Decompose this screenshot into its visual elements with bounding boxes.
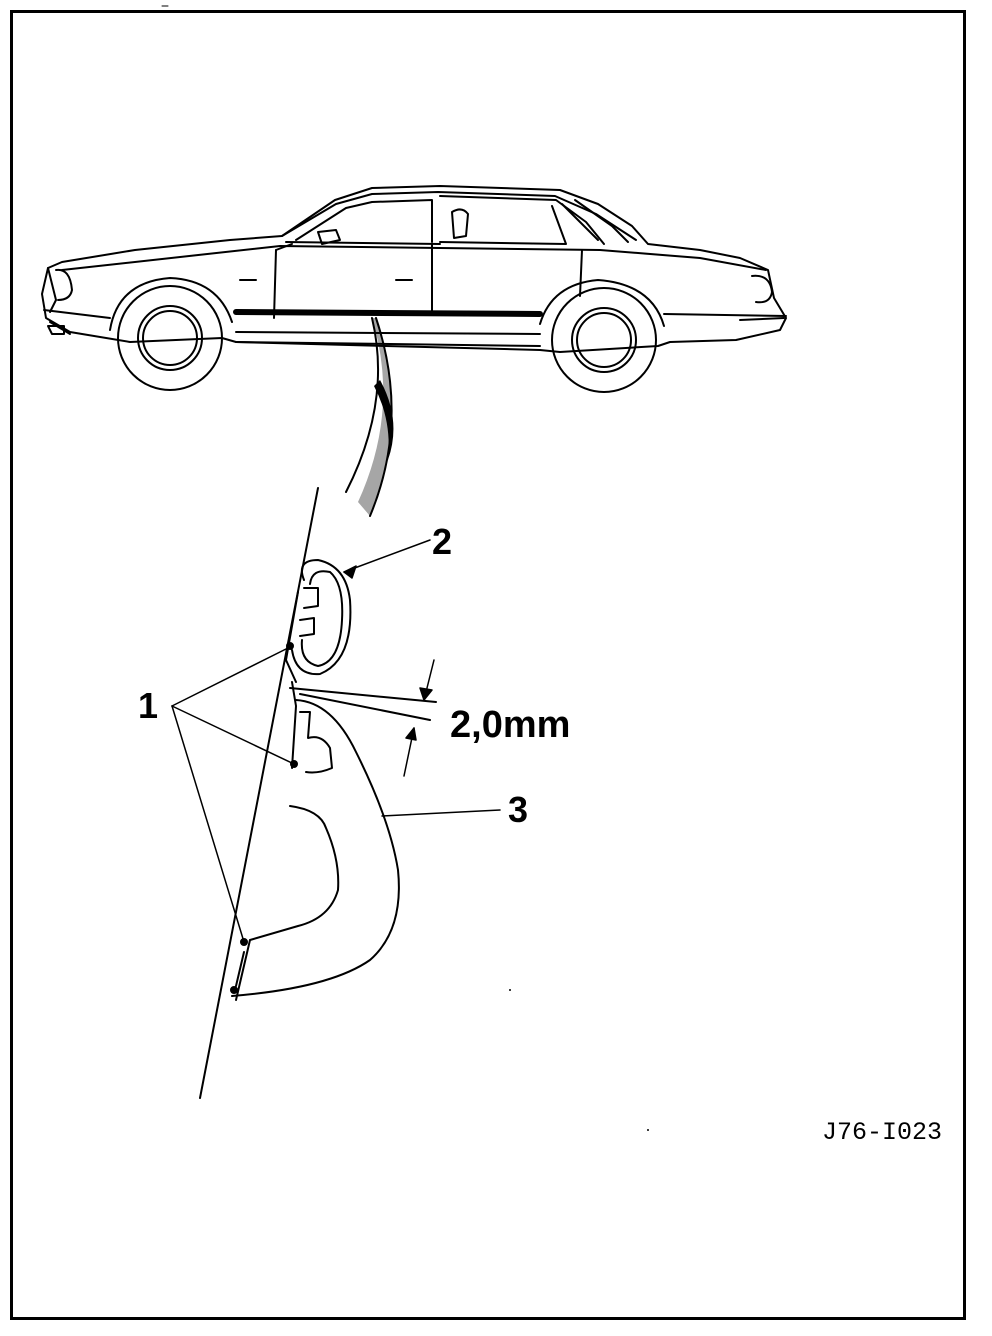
callout-label-2: 2 bbox=[432, 521, 453, 562]
side-moulding-stripe bbox=[233, 309, 543, 317]
leader-lines bbox=[171, 539, 501, 943]
reference-code: J76-I023 bbox=[822, 1118, 943, 1147]
diagram-frame bbox=[10, 10, 966, 1320]
gap-dimension-label: 2,0mm bbox=[450, 704, 571, 746]
section-detail bbox=[199, 487, 437, 1099]
callout-label-3: 3 bbox=[508, 789, 529, 830]
car-illustration bbox=[41, 185, 787, 393]
detail-callout-swoosh bbox=[345, 317, 394, 517]
callout-label-1: 1 bbox=[138, 685, 159, 726]
